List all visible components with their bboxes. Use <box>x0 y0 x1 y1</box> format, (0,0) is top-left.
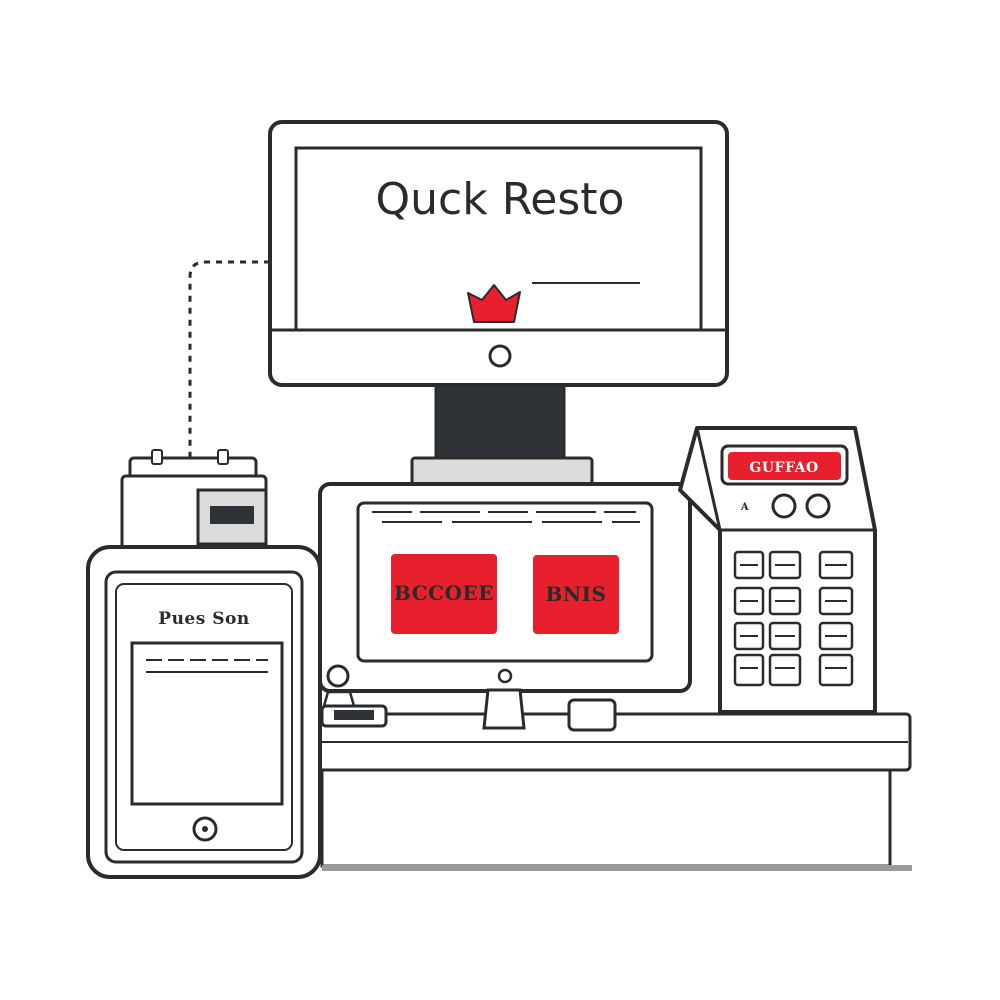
register-display-text: GUFFAO <box>749 460 818 476</box>
register-key[interactable] <box>768 653 802 687</box>
card-slot[interactable] <box>567 698 617 732</box>
pos-button-2[interactable] <box>533 555 619 634</box>
counter <box>302 712 912 871</box>
pos-button-2-label: BNIS <box>546 582 607 606</box>
pos-stand <box>482 688 526 730</box>
monitor-stand <box>410 383 594 486</box>
pos-button-1-label: BCCOEE <box>394 581 494 605</box>
register-knob-1[interactable] <box>771 493 797 519</box>
register-key[interactable] <box>733 653 765 687</box>
register-key[interactable] <box>818 653 854 687</box>
tablet-label: Pues Son <box>158 609 249 629</box>
connector-cable <box>188 260 270 460</box>
card-reader <box>320 664 388 728</box>
tablet-device: Pues Son <box>86 545 322 879</box>
tablet-screen[interactable] <box>130 641 284 806</box>
brand-title: Quck Resto <box>376 174 625 225</box>
pos-power-icon[interactable] <box>497 668 513 684</box>
crown-icon <box>467 284 521 323</box>
register-display <box>728 452 841 480</box>
cash-register: GUFFAO A <box>678 426 877 714</box>
power-button-icon[interactable] <box>488 344 512 368</box>
pos-button-1[interactable] <box>391 554 497 634</box>
main-monitor: Quck Resto <box>268 120 729 387</box>
register-knob-2[interactable] <box>805 493 831 519</box>
pos-terminal: BCCOEE BNIS <box>318 482 692 730</box>
register-small-label: A <box>740 502 749 513</box>
receipt-printer <box>120 449 268 552</box>
register-keypad <box>733 550 854 687</box>
